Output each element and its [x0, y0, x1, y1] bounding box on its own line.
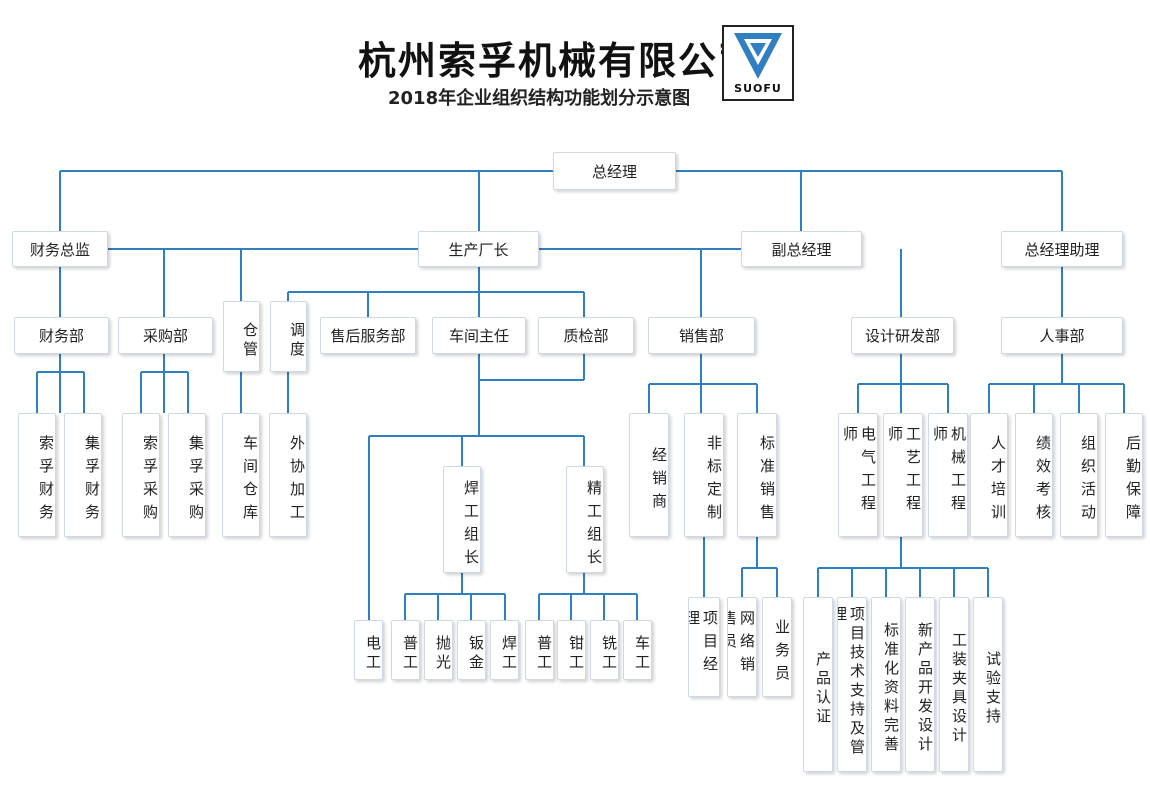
node-general-worker: 普工 — [391, 620, 420, 680]
node-welder: 焊工 — [490, 620, 519, 680]
node-logistics: 后勤保障 — [1105, 413, 1143, 537]
node-electrical-eng: 电气工程师 — [838, 413, 878, 537]
node-qc-dept: 质检部 — [538, 317, 634, 354]
node-plant-manager: 生产厂长 — [418, 231, 539, 267]
node-dealer: 经销商 — [629, 413, 669, 537]
node-project-support: 项目技术支持及管理 — [837, 597, 867, 772]
node-weld-leader: 焊工组长 — [443, 466, 481, 573]
node-grinder: 钳工 — [557, 620, 586, 680]
company-title: 杭州索孚机械有限公司 — [358, 38, 759, 83]
suofu-logo: SUOFU — [722, 25, 794, 101]
node-suofu-purchase: 索孚采购 — [122, 413, 160, 537]
node-jifu-finance: 集孚财务 — [64, 413, 102, 537]
logo-mark-icon — [734, 33, 782, 79]
node-gm: 总经理 — [553, 152, 676, 190]
node-performance: 绩效考核 — [1015, 413, 1053, 537]
node-rd-dept: 设计研发部 — [851, 317, 954, 354]
node-new-product: 新产品开发设计 — [905, 597, 935, 772]
node-mech-eng: 机械工程师 — [928, 413, 968, 537]
node-finance-dept: 财务部 — [14, 317, 109, 354]
node-jifu-purchase: 集孚采购 — [168, 413, 206, 537]
node-training: 人才培训 — [970, 413, 1008, 537]
node-test-support: 试验支持 — [973, 597, 1003, 772]
chart-subtitle: 2018年企业组织结构功能划分示意图 — [388, 88, 691, 109]
node-electrician: 电工 — [354, 620, 383, 680]
node-gm-assistant: 总经理助理 — [1001, 231, 1123, 267]
node-nonstandard: 非标定制 — [684, 413, 724, 537]
node-project-manager: 项目经理 — [688, 597, 720, 697]
node-sales-dept: 销售部 — [648, 317, 755, 354]
node-outsourcing: 外协加工 — [269, 413, 307, 537]
node-workshop-director: 车间主任 — [432, 317, 526, 354]
node-sheet-metal: 钣金 — [457, 620, 486, 680]
node-org-activity: 组织活动 — [1060, 413, 1098, 537]
node-general-worker-2: 普工 — [525, 620, 554, 680]
logo-text: SUOFU — [734, 82, 782, 95]
node-warehouse: 仓管 — [223, 301, 260, 372]
node-online-sales: 网络销售员 — [727, 597, 757, 697]
node-product-cert: 产品认证 — [803, 597, 833, 772]
node-miller: 铣工 — [590, 620, 619, 680]
node-suofu-finance: 索孚财务 — [18, 413, 56, 537]
node-hr-dept: 人事部 — [1001, 317, 1123, 354]
node-fitter-leader: 精工组长 — [566, 466, 604, 573]
node-standard-sales: 标准销售 — [737, 413, 777, 537]
node-dispatch: 调度 — [270, 301, 307, 372]
node-finance-director: 财务总监 — [12, 231, 108, 267]
node-standard-prep: 标准化资料完善 — [871, 597, 901, 772]
node-deputy-gm: 副总经理 — [741, 231, 862, 267]
node-salesman: 业务员 — [762, 597, 792, 697]
node-process-eng: 工艺工程师 — [883, 413, 923, 537]
node-polisher: 抛光 — [424, 620, 453, 680]
node-lathe: 车工 — [623, 620, 652, 680]
node-fixture-design: 工装夹具设计 — [939, 597, 969, 772]
node-workshop-warehouse: 车间仓库 — [222, 413, 260, 537]
node-purchase-dept: 采购部 — [118, 317, 213, 354]
node-after-sales: 售后服务部 — [320, 317, 416, 354]
